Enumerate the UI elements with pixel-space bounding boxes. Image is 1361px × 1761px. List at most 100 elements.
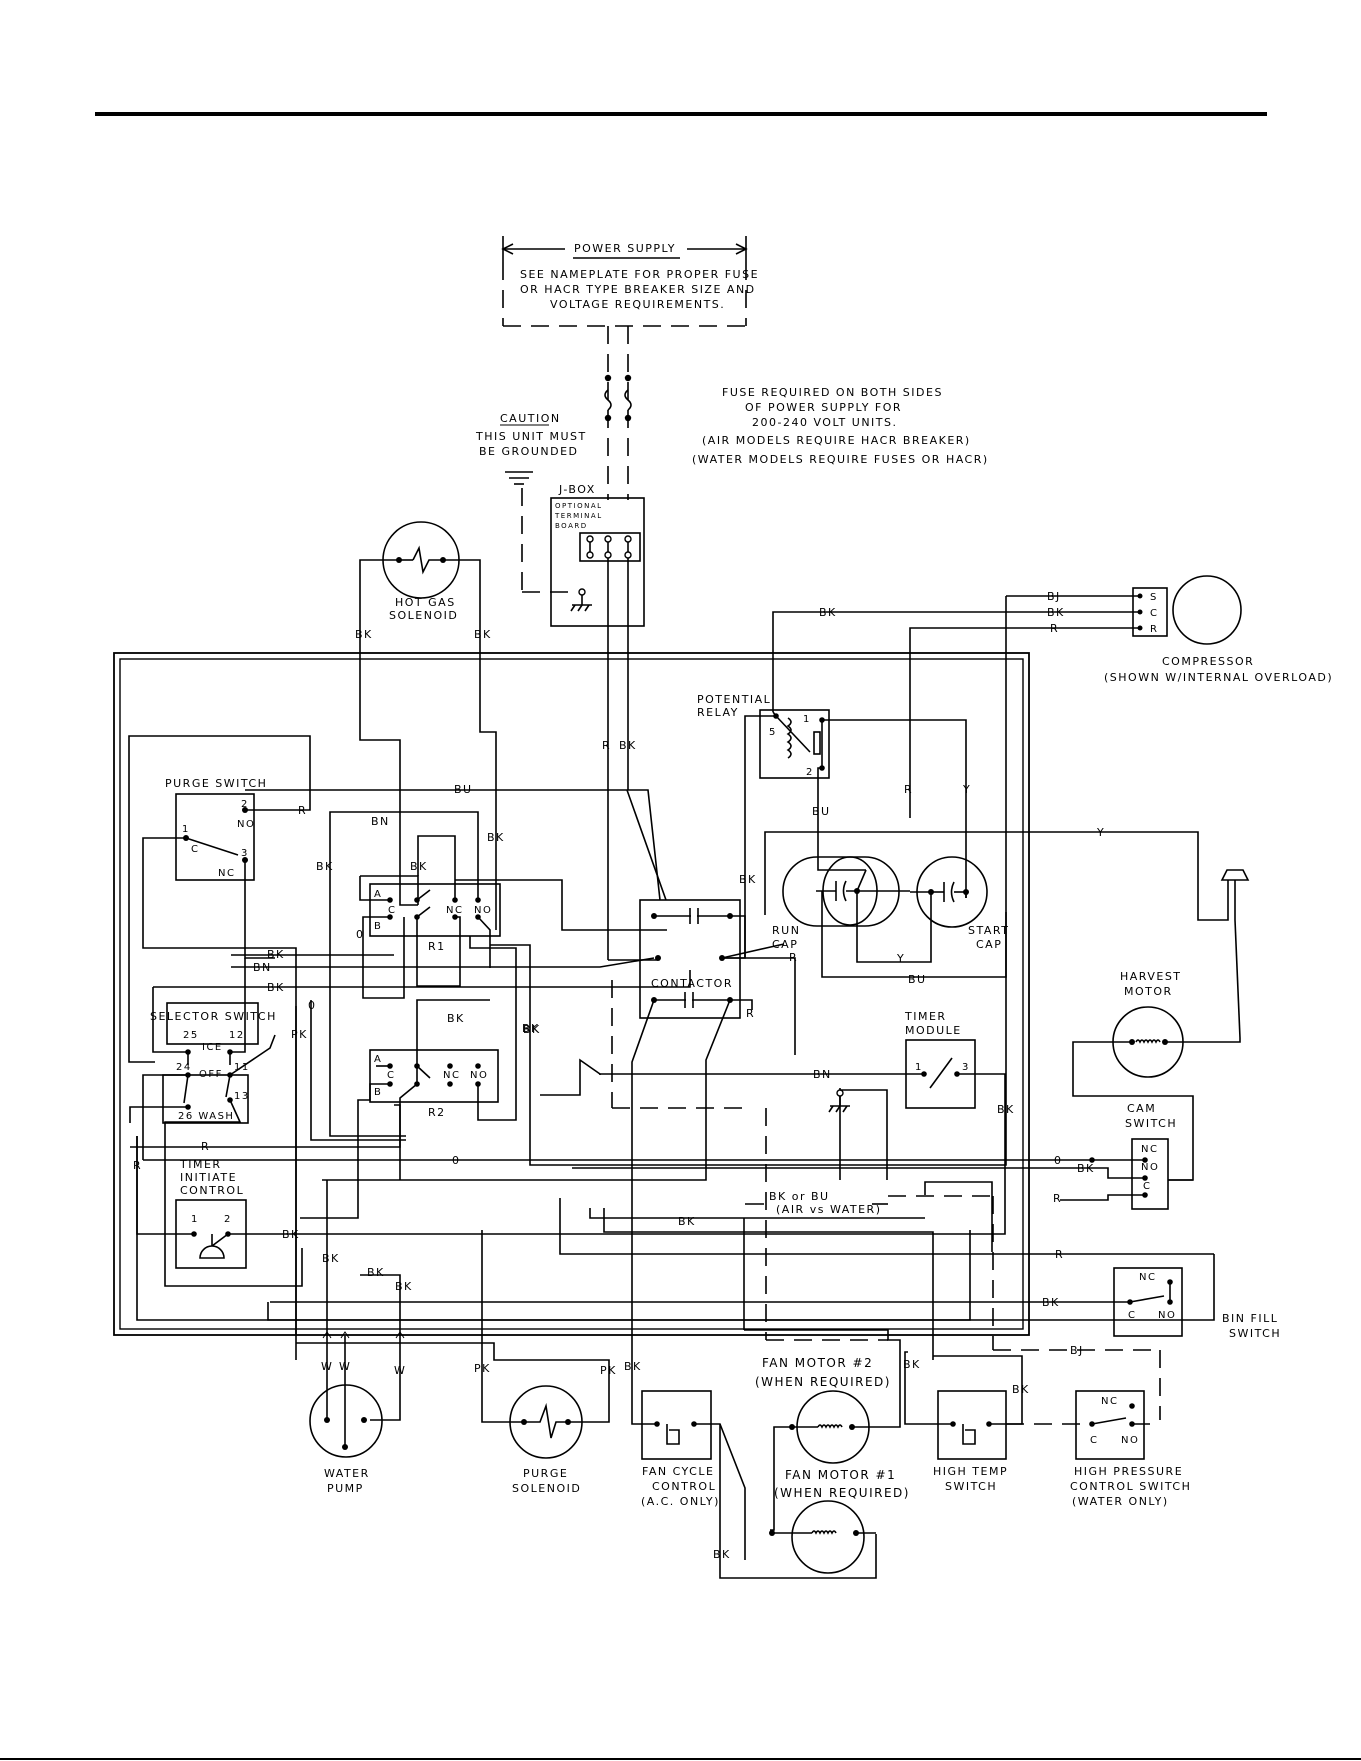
diagram-label: Y [962, 783, 971, 796]
diagram-label: S [1150, 592, 1158, 603]
diagram-label: THIS UNIT MUST [475, 430, 587, 443]
diagram-label: CAP [772, 938, 798, 951]
diagram-label: BK [267, 981, 285, 994]
diagram-label: 24 [176, 1062, 192, 1073]
diagram-label: NC [1141, 1144, 1158, 1155]
bin-fill-switch: NC C NO BK BIN FILL SWITCH [270, 1267, 1281, 1340]
diagram-label: 2 [224, 1214, 232, 1225]
diagram-label: BK [267, 948, 285, 961]
harvest-motor: HARVEST MOTOR [1072, 970, 1241, 1181]
diagram-label: START [968, 924, 1009, 937]
diagram-label: NO [1158, 1310, 1176, 1321]
purge-solenoid: PK PK PURGE SOLENOID [296, 1230, 617, 1495]
diagram-label: (WHEN REQUIRED) [755, 1375, 891, 1389]
thermal-fuse-icon [1220, 869, 1250, 1039]
diagram-label: CONTROL [652, 1480, 716, 1493]
diagram-label: FAN CYCLE [642, 1465, 714, 1478]
diagram-label: NC [218, 868, 235, 879]
diagram-label: NO [1121, 1435, 1139, 1446]
diagram-label: (AIR MODELS REQUIRE HACR BREAKER) [702, 434, 971, 447]
diagram-label: B [374, 1087, 382, 1098]
diagram-label: SWITCH [945, 1480, 997, 1493]
diagram-label: MOTOR [1124, 985, 1173, 998]
diagram-label: SOLENOID [512, 1482, 581, 1495]
diagram-label: R [298, 804, 307, 817]
diagram-label: 2 [806, 767, 814, 778]
diagram-label: 1 [915, 1062, 923, 1073]
diagram-label: BK [367, 1266, 385, 1279]
diagram-label: 13 [234, 1091, 250, 1102]
purge-switch: PURGE SWITCH 2 NO 1 C 3 NC R [128, 735, 311, 1335]
diagram-label: SWITCH [1125, 1117, 1177, 1130]
diagram-label: FAN MOTOR #1 [785, 1468, 896, 1482]
diagram-label: SWITCH [1229, 1327, 1281, 1340]
start-capacitor: START CAP [910, 856, 1009, 951]
diagram-label: PURGE [523, 1467, 568, 1480]
diagram-label: NO [237, 819, 255, 830]
diagram-label: MODULE [905, 1024, 962, 1037]
diagram-label: PK [291, 1028, 308, 1041]
diagram-label: (WATER ONLY) [1072, 1495, 1169, 1508]
diagram-label: 25 [183, 1030, 199, 1041]
cam-switch: CAM SWITCH NC NO C BK R [572, 1102, 1193, 1210]
diagram-label: R [904, 783, 913, 796]
power-supply-note: OR HACR TYPE BREAKER SIZE AND [520, 283, 756, 296]
diagram-label: 1 [191, 1214, 199, 1225]
compressor: S C R COMPRESSOR (SHOWN W/INTERNAL OVERL… [772, 575, 1332, 890]
fuse-symbol [624, 389, 632, 411]
diagram-label: BK [282, 1228, 300, 1241]
diagram-label: BJ [1070, 1344, 1084, 1357]
potential-relay: POTENTIAL RELAY 5 1 2 BK BU R Y [697, 693, 971, 957]
wire-label-r: R [602, 739, 611, 752]
diagram-label: R2 [428, 1106, 446, 1119]
diagram-label: 0 [356, 928, 365, 941]
diagram-label: BN [813, 1068, 832, 1081]
hot-gas-solenoid: HOT GAS SOLENOID BK BK [355, 521, 497, 906]
diagram-label: BK [487, 831, 505, 844]
diagram-label: B [374, 921, 382, 932]
diagram-label: C [1090, 1435, 1098, 1446]
diagram-label: BK [410, 860, 428, 873]
diagram-label: HIGH PRESSURE [1074, 1465, 1183, 1478]
diagram-label: R [1055, 1248, 1064, 1261]
diagram-label: OF POWER SUPPLY FOR [745, 401, 902, 414]
diagram-label: BK or BU [769, 1190, 830, 1203]
diagram-label: R [789, 951, 798, 964]
diagram-label: PK [600, 1364, 617, 1377]
diagram-label: SELECTOR SWITCH [150, 1010, 277, 1023]
diagram-label: BU [454, 783, 473, 796]
diagram-label: INITIATE [180, 1171, 237, 1184]
fuse-symbol [604, 389, 612, 411]
diagram-label: J-BOX [558, 483, 596, 496]
power-supply-block: POWER SUPPLY SEE NAMEPLATE FOR PROPER FU… [501, 236, 759, 327]
relay-r2: A C B NC NO R2 BK BK [300, 936, 538, 1219]
contactor: CONTACTOR R R [322, 899, 798, 1360]
diagram-label: BK [678, 1215, 696, 1228]
power-supply-note: SEE NAMEPLATE FOR PROPER FUSE [520, 268, 759, 281]
diagram-label: BK [1012, 1383, 1030, 1396]
selector-switch: SELECTOR SWITCH 25 ICE 12 24 OFF 11 13 2… [129, 958, 277, 1162]
diagram-label: BK [713, 1548, 731, 1561]
diagram-label: C [191, 844, 199, 855]
diagram-label: ICE [202, 1042, 223, 1053]
diagram-label: C [388, 905, 396, 916]
diagram-label: BN [371, 815, 390, 828]
diagram-label: HIGH TEMP [933, 1465, 1008, 1478]
diagram-label: BK [997, 1103, 1015, 1116]
fan-cycle-control: BK FAN CYCLE CONTROL (A.C. ONLY) [624, 1360, 746, 1560]
diagram-label: 26 WASH [178, 1111, 234, 1122]
diagram-label: CAUTION [500, 412, 561, 425]
diagram-label: FAN MOTOR #2 [762, 1356, 873, 1370]
air-water-note: BK or BU (AIR vs WATER) [745, 1190, 1161, 1420]
diagram-label: PURGE SWITCH [165, 777, 267, 790]
diagram-label: 0 [452, 1154, 461, 1167]
diagram-label: NO [1141, 1162, 1159, 1173]
diagram-label: CONTROL [180, 1184, 244, 1197]
diagram-label: Y [896, 952, 905, 965]
diagram-label: BN [253, 961, 272, 974]
diagram-label: C [1150, 608, 1158, 619]
diagram-label: Y [1096, 826, 1105, 839]
high-temp-switch: BK BK HIGH TEMP SWITCH [903, 1351, 1030, 1493]
wire-label-bk: BK [619, 739, 637, 752]
